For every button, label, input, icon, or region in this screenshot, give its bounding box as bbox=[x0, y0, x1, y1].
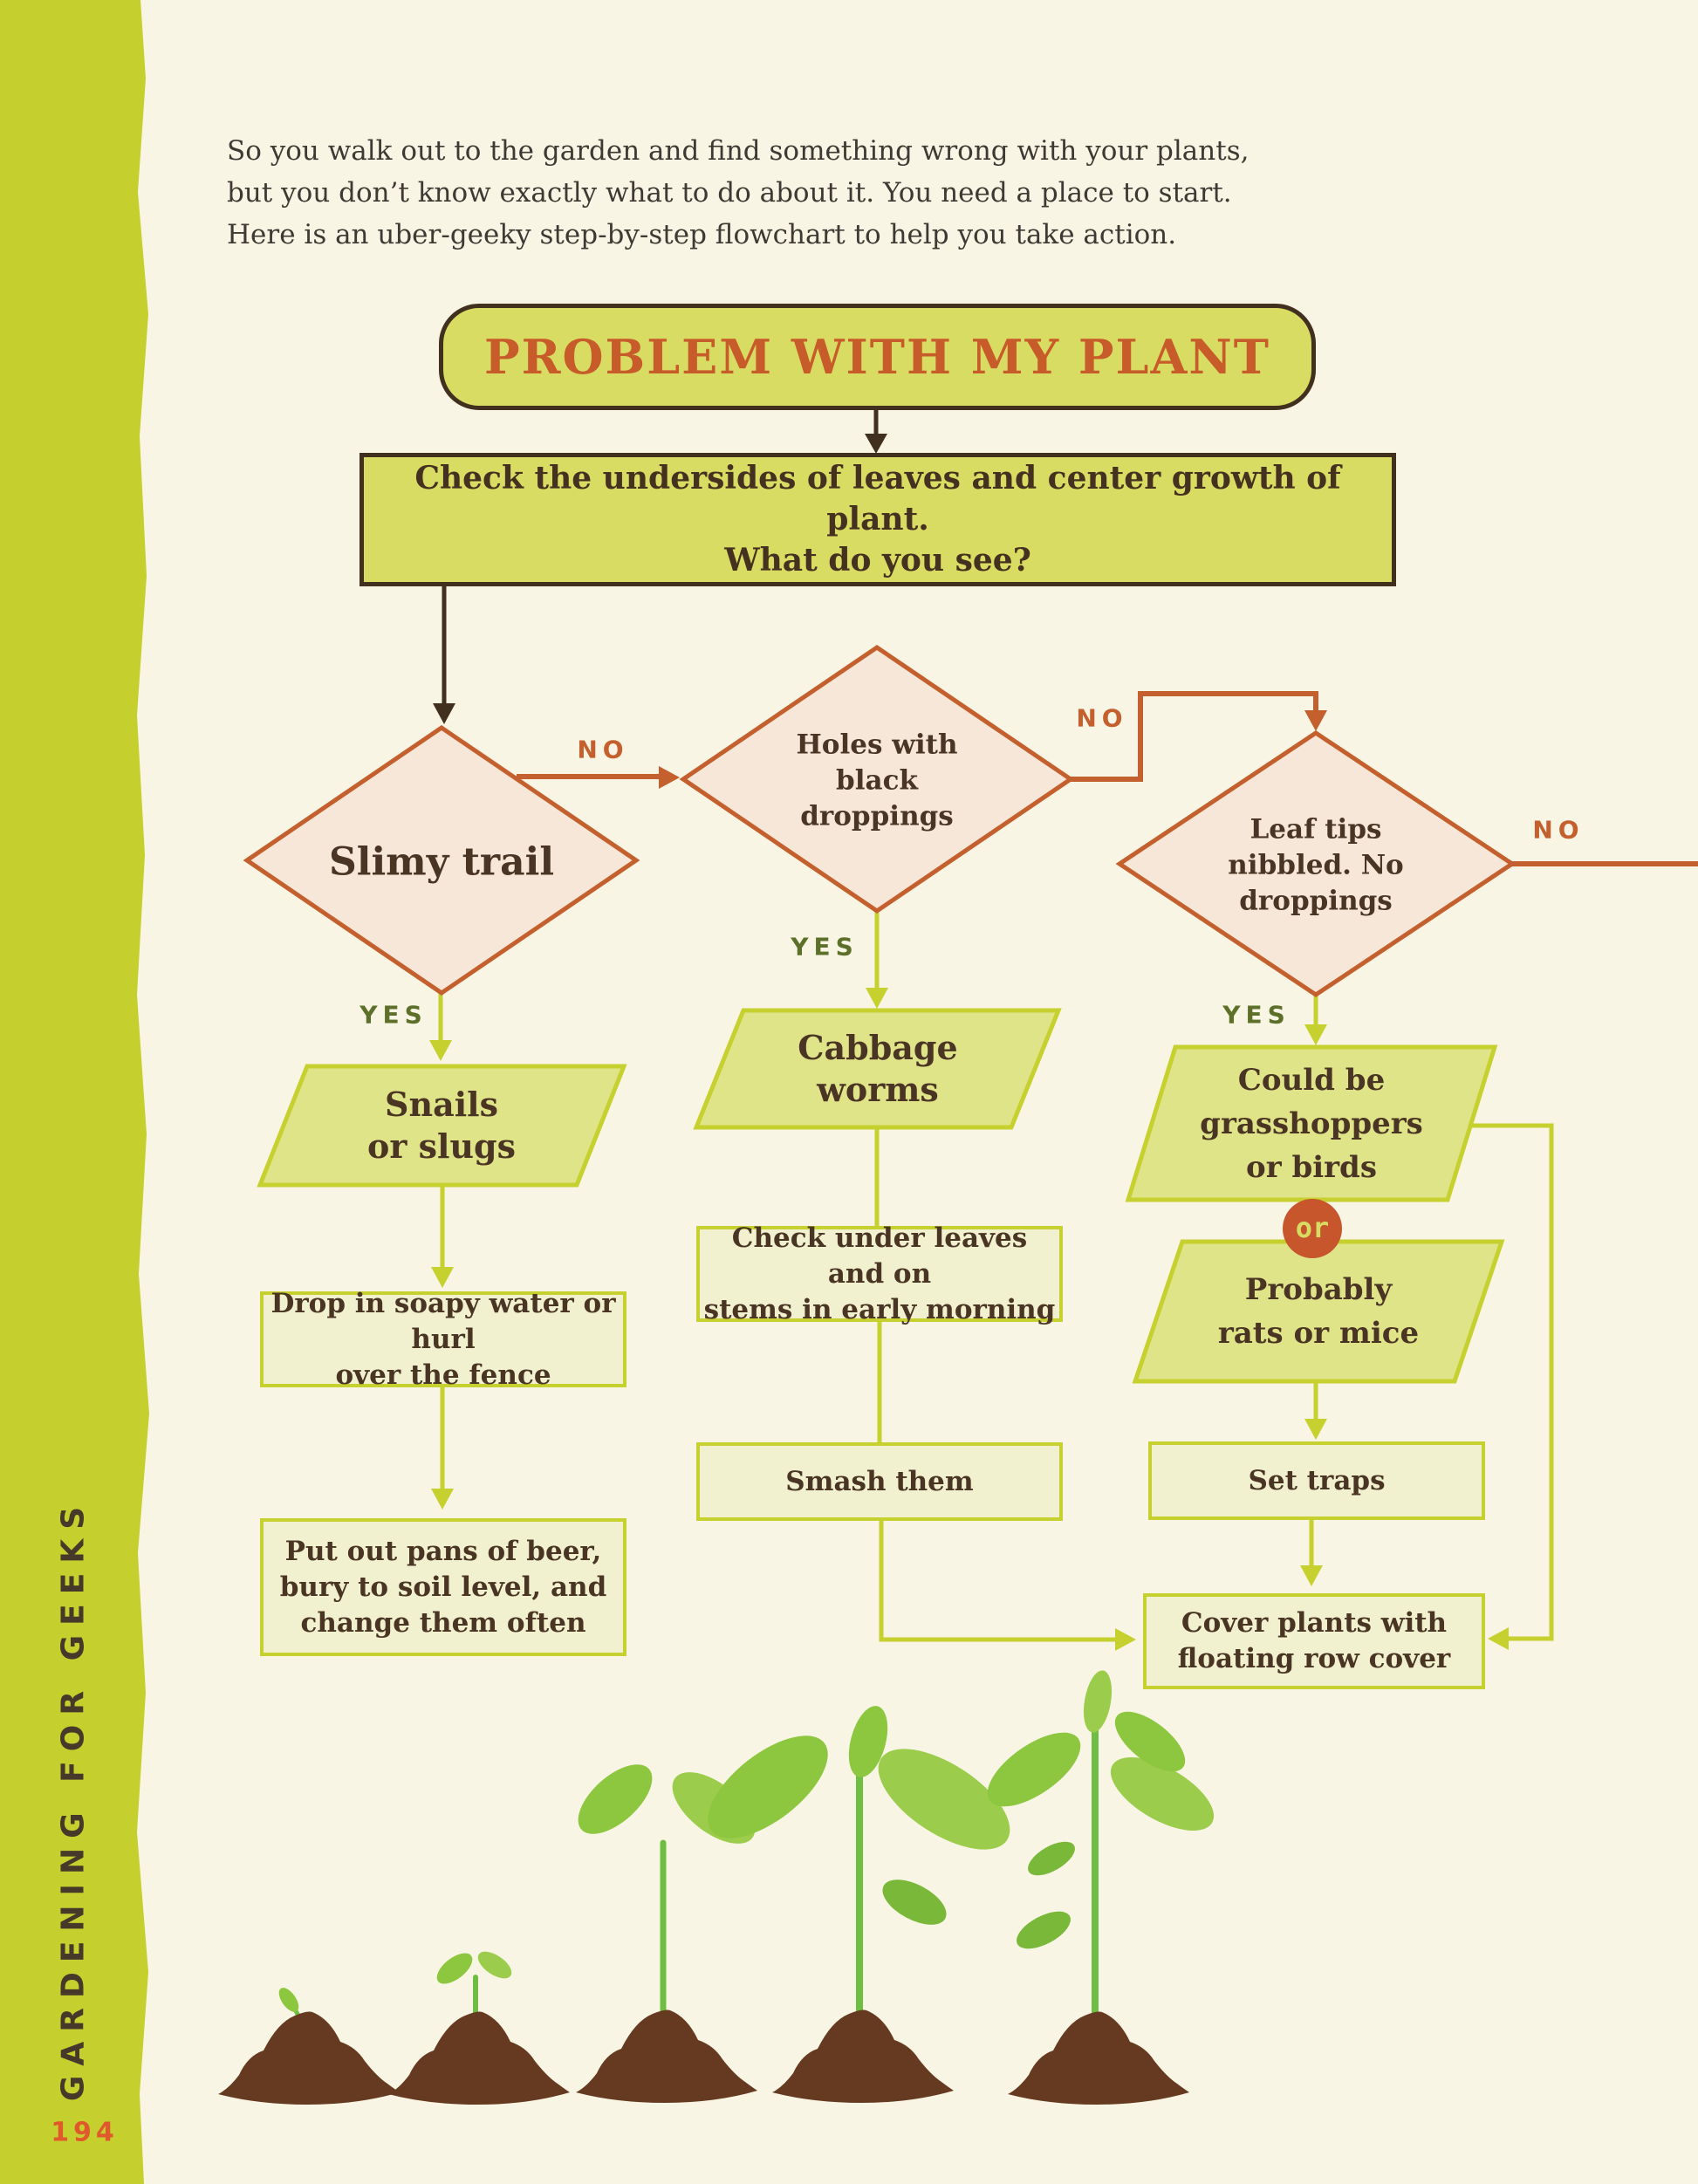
arrowhead-snails-to-soapy bbox=[431, 1267, 454, 1288]
check-undersides-line2: What do you see? bbox=[724, 542, 1031, 579]
check-under-leaves-node: Check under leaves and on stems in early… bbox=[696, 1222, 1063, 1325]
no-label-slimy: NO bbox=[577, 735, 629, 764]
diamond-leaf-tips bbox=[1115, 729, 1517, 998]
check-undersides-line1: Check the undersides of leaves and cente… bbox=[414, 460, 1341, 537]
arrowhead-grasshoppers-loop bbox=[1488, 1627, 1509, 1650]
yes-label-leaf-tips: YES bbox=[1222, 1000, 1291, 1030]
check-undersides-node: Check the undersides of leaves and cente… bbox=[359, 453, 1396, 586]
seedling-growth-illustration bbox=[218, 1670, 1215, 2105]
connector-grasshoppers-loop bbox=[1466, 1123, 1554, 1641]
or-badge-circle bbox=[1283, 1199, 1342, 1258]
soapy-water-node: Drop in soapy water or hurl over the fen… bbox=[260, 1288, 626, 1391]
diamond-slimy-label: Slimy trail bbox=[328, 839, 555, 885]
start-node-label: PROBLEM WITH MY PLANT bbox=[484, 329, 1270, 385]
snails-label: Snails or slugs bbox=[366, 1085, 517, 1166]
intro-paragraph: So you walk out to the garden and find s… bbox=[227, 135, 1250, 250]
arrowhead-rats-to-traps bbox=[1304, 1419, 1327, 1440]
parallelogram-cabbage-worms bbox=[693, 1008, 1062, 1130]
diamond-leaf-tips-label: Leaf tips nibbled. No droppings bbox=[1228, 813, 1404, 917]
connector-smash-to-cover bbox=[879, 1521, 1122, 1642]
sidebar-book-title: GARDENING FOR GEEKS bbox=[55, 1496, 92, 2102]
connector-no-holes bbox=[1071, 691, 1318, 782]
seedling-leaves bbox=[278, 1670, 1215, 2012]
no-label-holes: NO bbox=[1076, 703, 1128, 733]
parallelogram-grasshoppers bbox=[1125, 1044, 1498, 1202]
page-number: 194 bbox=[51, 2117, 119, 2148]
arrowhead-yes-holes bbox=[866, 988, 888, 1009]
yes-label-holes: YES bbox=[791, 932, 859, 962]
cabbage-worms-label: Cabbage worms bbox=[798, 1028, 958, 1109]
arrowhead-traps-to-cover bbox=[1300, 1565, 1323, 1586]
arrowhead-no-slimy bbox=[659, 766, 680, 789]
diamond-holes-label: Holes with black droppings bbox=[796, 729, 958, 832]
diamond-slimy-trail bbox=[243, 724, 640, 996]
set-traps-node: Set traps bbox=[1148, 1441, 1485, 1520]
arrowhead-no-holes bbox=[1304, 710, 1327, 731]
start-node: PROBLEM WITH MY PLANT bbox=[439, 304, 1316, 410]
parallelogram-snails bbox=[257, 1064, 627, 1188]
arrowhead-yes-leaftips bbox=[1304, 1024, 1327, 1045]
pans-of-beer-node: Put out pans of beer, bury to soil level… bbox=[260, 1518, 626, 1656]
sidebar-band bbox=[0, 0, 149, 2184]
arrowhead-soapy-to-beer bbox=[431, 1489, 454, 1510]
arrowhead-yes-slimy bbox=[429, 1040, 452, 1061]
row-cover-node: Cover plants with floating row cover bbox=[1143, 1593, 1485, 1689]
arrowhead-check-to-slimy bbox=[433, 703, 455, 724]
smash-them-node: Smash them bbox=[696, 1442, 1063, 1521]
yes-label-slimy: YES bbox=[359, 1000, 428, 1030]
arrowhead-smash-to-cover bbox=[1115, 1628, 1136, 1651]
or-badge-label: or bbox=[1295, 1211, 1330, 1244]
diamond-holes-droppings bbox=[679, 644, 1075, 914]
arrowhead-start-to-check bbox=[865, 434, 887, 454]
soil-mounds bbox=[218, 2009, 1189, 2105]
parallelogram-rats-mice bbox=[1132, 1239, 1505, 1384]
rats-mice-label: Probably rats or mice bbox=[1217, 1272, 1420, 1351]
no-label-leaf-tips: NO bbox=[1532, 815, 1585, 845]
grasshoppers-label: Could be grasshoppers or birds bbox=[1200, 1063, 1423, 1185]
